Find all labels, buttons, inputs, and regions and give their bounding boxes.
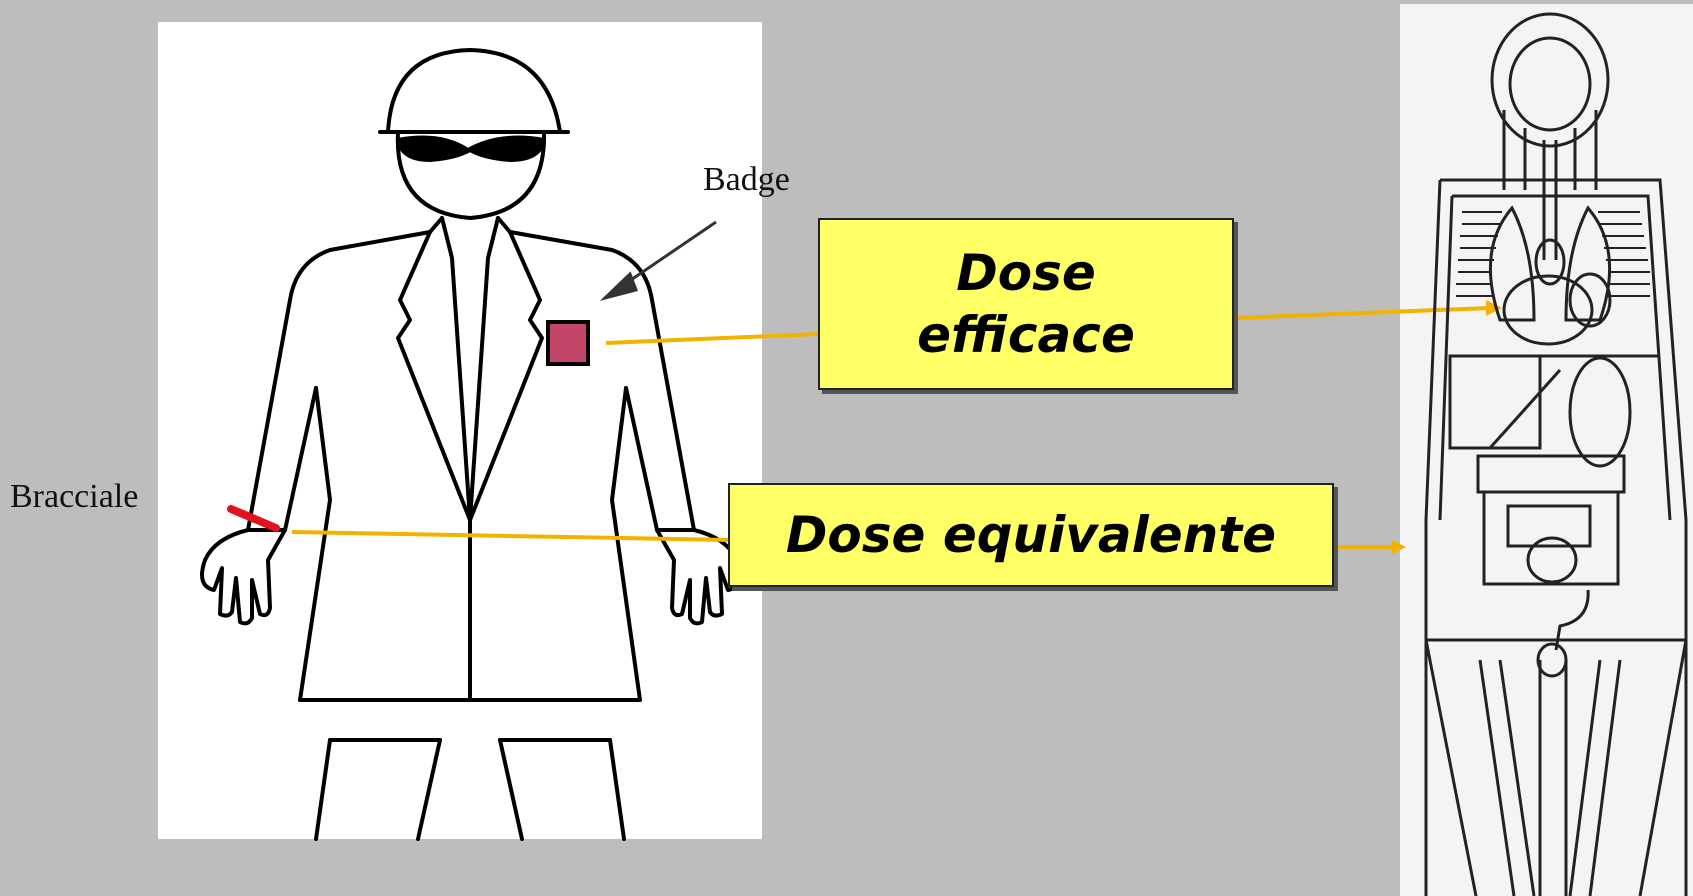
connector-badge-efficace <box>606 334 818 343</box>
dosimeter-badge-icon <box>548 322 588 364</box>
anthropomorphic-phantom-icon <box>1426 14 1686 896</box>
dose-equivalente-text: Dose equivalente <box>786 504 1276 566</box>
badge-pointer-arrow <box>605 222 716 298</box>
dose-efficace-text: Dose efficace <box>840 242 1212 366</box>
arrow-equivalente-to-phantom <box>1334 540 1406 554</box>
badge-label: Badge <box>703 163 790 197</box>
bracelet-dosimeter-icon <box>231 509 276 528</box>
worker-figure-icon <box>202 50 740 839</box>
dose-efficace-box: Dose efficace <box>818 218 1234 390</box>
arrow-efficace-to-phantom <box>1236 300 1502 318</box>
bracciale-label: Bracciale <box>10 480 138 514</box>
dose-equivalente-box: Dose equivalente <box>728 483 1334 587</box>
